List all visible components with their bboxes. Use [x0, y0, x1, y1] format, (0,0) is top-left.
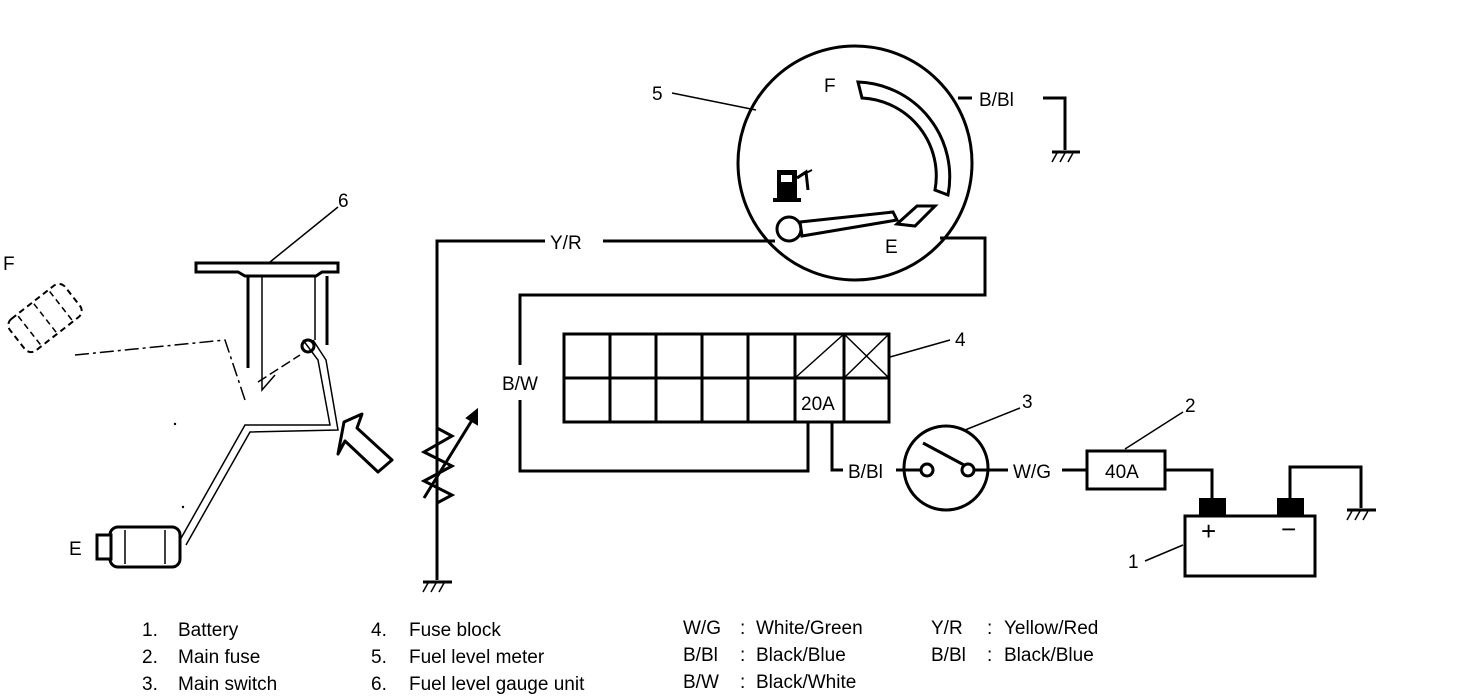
- legend-color-yr: Yellow/Red: [1004, 618, 1098, 639]
- wire-label-yr: Y/R: [550, 233, 582, 254]
- legend-name-5: Fuel level meter: [409, 647, 545, 668]
- legend-sep: :: [987, 618, 992, 639]
- legend-sep: :: [987, 645, 992, 666]
- main-switch-body: [902, 424, 990, 512]
- wire-label-bbl-meter: B/Bl: [979, 90, 1014, 111]
- legend-code-bw: B/W: [683, 672, 719, 693]
- legend-color-wg: White/Green: [756, 618, 863, 639]
- sender-body: [246, 276, 329, 368]
- float-arm-full-position: [74, 339, 246, 401]
- fuse-block: 20A 4: [562, 330, 966, 424]
- meter-needle: [798, 210, 900, 238]
- leader-2: [1124, 411, 1184, 450]
- leader-1: [1144, 544, 1184, 562]
- meter-empty-mark: [893, 204, 939, 228]
- wire-fuse-to-battery: [1165, 468, 1214, 500]
- gauge-full-label: F: [824, 76, 836, 97]
- wire-label-wg: W/G: [1013, 462, 1051, 483]
- battery-negative-terminal: [1277, 498, 1304, 516]
- gauge-empty-label: E: [885, 237, 898, 258]
- legend-num-1: 1.: [142, 620, 158, 641]
- float-full-label: F: [3, 254, 15, 275]
- legend-color-bw: Black/White: [756, 672, 856, 693]
- main-switch: 3: [902, 392, 1033, 512]
- callout-1: 1: [1128, 552, 1139, 573]
- battery-minus-sign: −: [1281, 514, 1296, 544]
- callout-4: 4: [955, 330, 966, 351]
- fuel-level-meter: F E 5: [652, 44, 974, 282]
- callout-3: 3: [1022, 392, 1033, 413]
- callout-5: 5: [652, 84, 663, 105]
- float-arm: [179, 339, 339, 546]
- float-full: [7, 282, 83, 354]
- legend-num-4: 4.: [371, 620, 387, 641]
- fuel-level-gauge-unit: F E 6: [3, 191, 349, 569]
- legend-name-1: Battery: [178, 620, 239, 641]
- leader-4: [889, 339, 951, 358]
- battery-positive-terminal: [1199, 498, 1226, 516]
- main-fuse: 40A 2: [1085, 396, 1196, 491]
- legend-name-6: Fuel level gauge unit: [409, 674, 585, 695]
- legend-num-5: 5.: [371, 647, 387, 668]
- meter-body: [736, 44, 974, 282]
- wire-yellow-red: Y/R: [435, 233, 775, 580]
- callout-6: 6: [338, 191, 349, 212]
- ground-symbol: [422, 580, 452, 593]
- legend-code-bbl-2: B/Bl: [931, 645, 966, 666]
- legend-code-wg: W/G: [683, 618, 721, 639]
- wire-black-blue-switch: B/Bl: [830, 422, 922, 483]
- legend-code-yr: Y/R: [931, 618, 963, 639]
- battery-plus-sign: +: [1201, 516, 1216, 546]
- meter-ground-wire: B/Bl: [958, 90, 1080, 163]
- float-empty: [95, 525, 182, 569]
- legend-sep: :: [740, 618, 745, 639]
- legend-color-bbl: Black/Blue: [756, 645, 846, 666]
- legend-sep: :: [740, 645, 745, 666]
- legend-name-4: Fuse block: [409, 620, 501, 641]
- leader-5: [671, 92, 757, 111]
- legend-wire-colors: W/G : White/Green B/Bl : Black/Blue B/W …: [683, 618, 1098, 693]
- battery-ground-wire: [1288, 465, 1376, 521]
- wire-white-green: W/G: [975, 462, 1087, 483]
- fuse-20a-label: 20A: [801, 394, 835, 415]
- equivalent-circuit-arrow: [336, 412, 394, 474]
- fuel-pump-icon: [773, 169, 813, 202]
- legend-num-3: 3.: [142, 674, 158, 695]
- wire-label-bbl-switch: B/Bl: [848, 462, 883, 483]
- fuse-40a-label: 40A: [1105, 462, 1139, 483]
- leader-3: [964, 407, 1021, 431]
- legend-num-6: 6.: [371, 674, 387, 695]
- legend-name-2: Main fuse: [178, 647, 260, 668]
- legend-name-3: Main switch: [178, 674, 277, 695]
- wire-label-bw: B/W: [502, 374, 538, 395]
- legend-num-2: 2.: [142, 647, 158, 668]
- legend-code-bbl: B/Bl: [683, 645, 718, 666]
- meter-scale-arc: [856, 80, 952, 198]
- callout-2: 2: [1185, 396, 1196, 417]
- leader-6: [269, 206, 339, 263]
- meter-needle-pivot: [775, 215, 803, 243]
- wire-black-white: B/W: [502, 236, 987, 473]
- legend-color-bbl-2: Black/Blue: [1004, 645, 1094, 666]
- legend-sep: :: [740, 672, 745, 693]
- ground-symbol: [1051, 150, 1080, 163]
- legend-components: 1. Battery 2. Main fuse 3. Main switch 4…: [142, 620, 585, 695]
- battery: + − 1: [1128, 498, 1317, 578]
- battery-body: [1183, 514, 1317, 578]
- variable-resistor-symbol: [420, 407, 478, 512]
- float-empty-label: E: [69, 539, 82, 560]
- sender-flange: [194, 261, 340, 278]
